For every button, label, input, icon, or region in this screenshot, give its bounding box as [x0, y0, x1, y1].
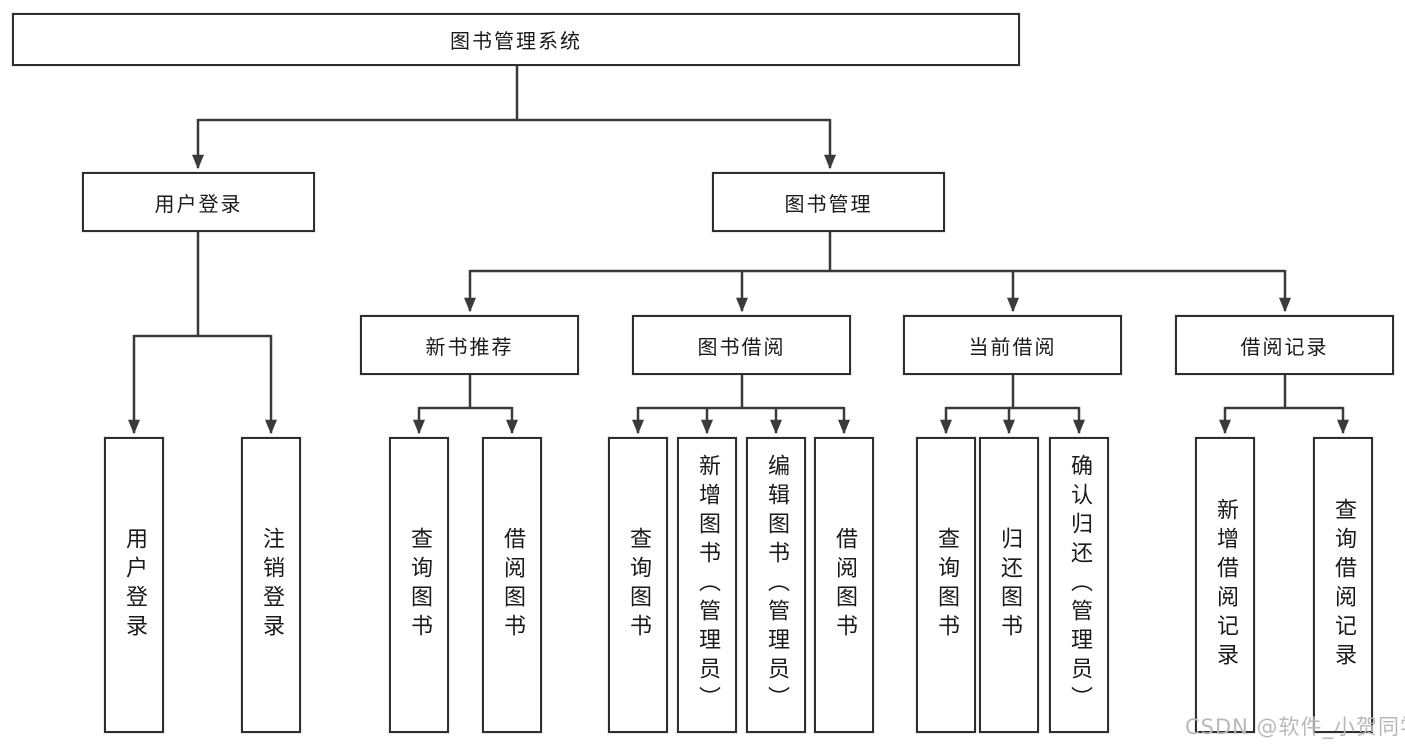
- leaf-label: 查询图书: [626, 526, 651, 644]
- node-label: 图书管理系统: [450, 29, 582, 53]
- node-book-management: 图书管理: [712, 172, 945, 232]
- leaf-label: 用户登录: [122, 526, 147, 644]
- leaf-user-login: 用户登录: [104, 437, 164, 733]
- leaf-label: 新增借阅记录: [1213, 497, 1238, 673]
- node-label: 借阅记录: [1240, 334, 1329, 359]
- leaf-label: 借阅图书: [500, 526, 525, 644]
- leaf-confirm-return-admin: 确认归还（管理员）: [1049, 437, 1109, 733]
- leaf-label: 确认归还（管理员）: [1067, 454, 1092, 716]
- leaf-edit-book-admin: 编辑图书（管理员）: [746, 437, 806, 733]
- leaf-borrow-book-2: 借阅图书: [814, 437, 874, 733]
- connector-root: [198, 66, 830, 122]
- connector-book-management: [470, 232, 1285, 273]
- leaf-borrow-book-1: 借阅图书: [482, 437, 542, 733]
- leaf-query-book-1: 查询图书: [389, 437, 449, 733]
- leaf-add-book-admin: 新增图书（管理员）: [677, 437, 737, 733]
- node-current-borrow: 当前借阅: [903, 315, 1122, 375]
- node-label: 图书管理: [784, 191, 873, 216]
- node-label: 图书借阅: [697, 334, 786, 359]
- leaf-label: 查询借阅记录: [1331, 497, 1356, 673]
- leaf-label: 编辑图书（管理员）: [764, 454, 789, 716]
- leaf-query-book-3: 查询图书: [916, 437, 976, 733]
- leaf-logout: 注销登录: [241, 437, 301, 733]
- connector-book-borrow: [638, 375, 844, 410]
- node-book-borrow: 图书借阅: [632, 315, 851, 375]
- connector-user-login: [134, 232, 271, 338]
- node-library-system: 图书管理系统: [12, 13, 1020, 66]
- leaf-label: 查询图书: [407, 526, 432, 644]
- node-new-book-recommend: 新书推荐: [360, 315, 579, 375]
- connector-new-book: [419, 375, 512, 410]
- node-label: 当前借阅: [968, 334, 1057, 359]
- leaf-label: 查询图书: [934, 526, 959, 644]
- leaf-label: 归还图书: [997, 526, 1022, 644]
- node-label: 用户登录: [154, 191, 243, 216]
- node-borrow-records: 借阅记录: [1175, 315, 1394, 375]
- node-user-login: 用户登录: [82, 172, 315, 232]
- leaf-query-book-2: 查询图书: [608, 437, 668, 733]
- connector-borrow-record: [1225, 375, 1343, 410]
- leaf-return-book: 归还图书: [979, 437, 1039, 733]
- leaf-label: 新增图书（管理员）: [695, 454, 720, 716]
- leaf-add-borrow-record: 新增借阅记录: [1195, 437, 1255, 733]
- leaf-label: 借阅图书: [832, 526, 857, 644]
- node-label: 新书推荐: [425, 334, 514, 359]
- leaf-label: 注销登录: [259, 526, 284, 644]
- leaf-query-borrow-record: 查询借阅记录: [1313, 437, 1373, 733]
- csdn-watermark: CSDN @软件_小贺同学: [1185, 715, 1405, 739]
- connector-current-borrow: [946, 375, 1079, 410]
